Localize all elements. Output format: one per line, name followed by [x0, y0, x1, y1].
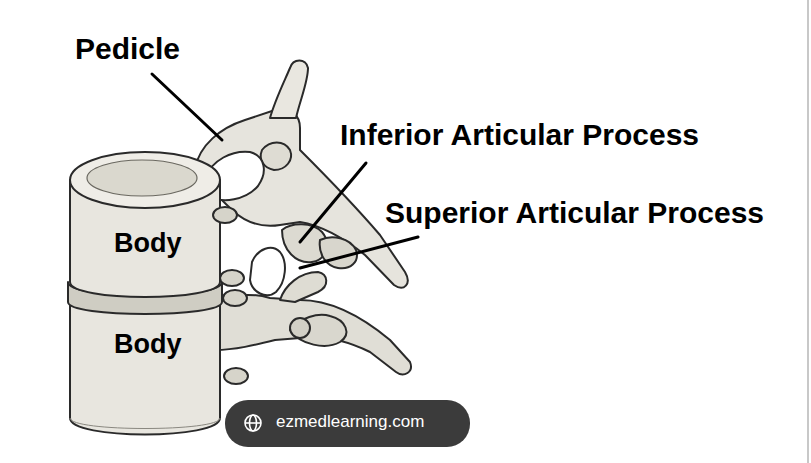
- watermark: ezmedlearning.com: [276, 413, 424, 432]
- part-label: Body: [114, 229, 182, 259]
- watermark-pill: [225, 400, 470, 447]
- part-label: Superior Articular Process: [385, 196, 764, 229]
- part-label: Inferior Articular Process: [340, 118, 699, 151]
- part-label: Pedicle: [75, 32, 180, 65]
- leader-lines: [152, 74, 418, 268]
- globe-icon: [245, 415, 261, 431]
- part-label: Body: [114, 330, 182, 360]
